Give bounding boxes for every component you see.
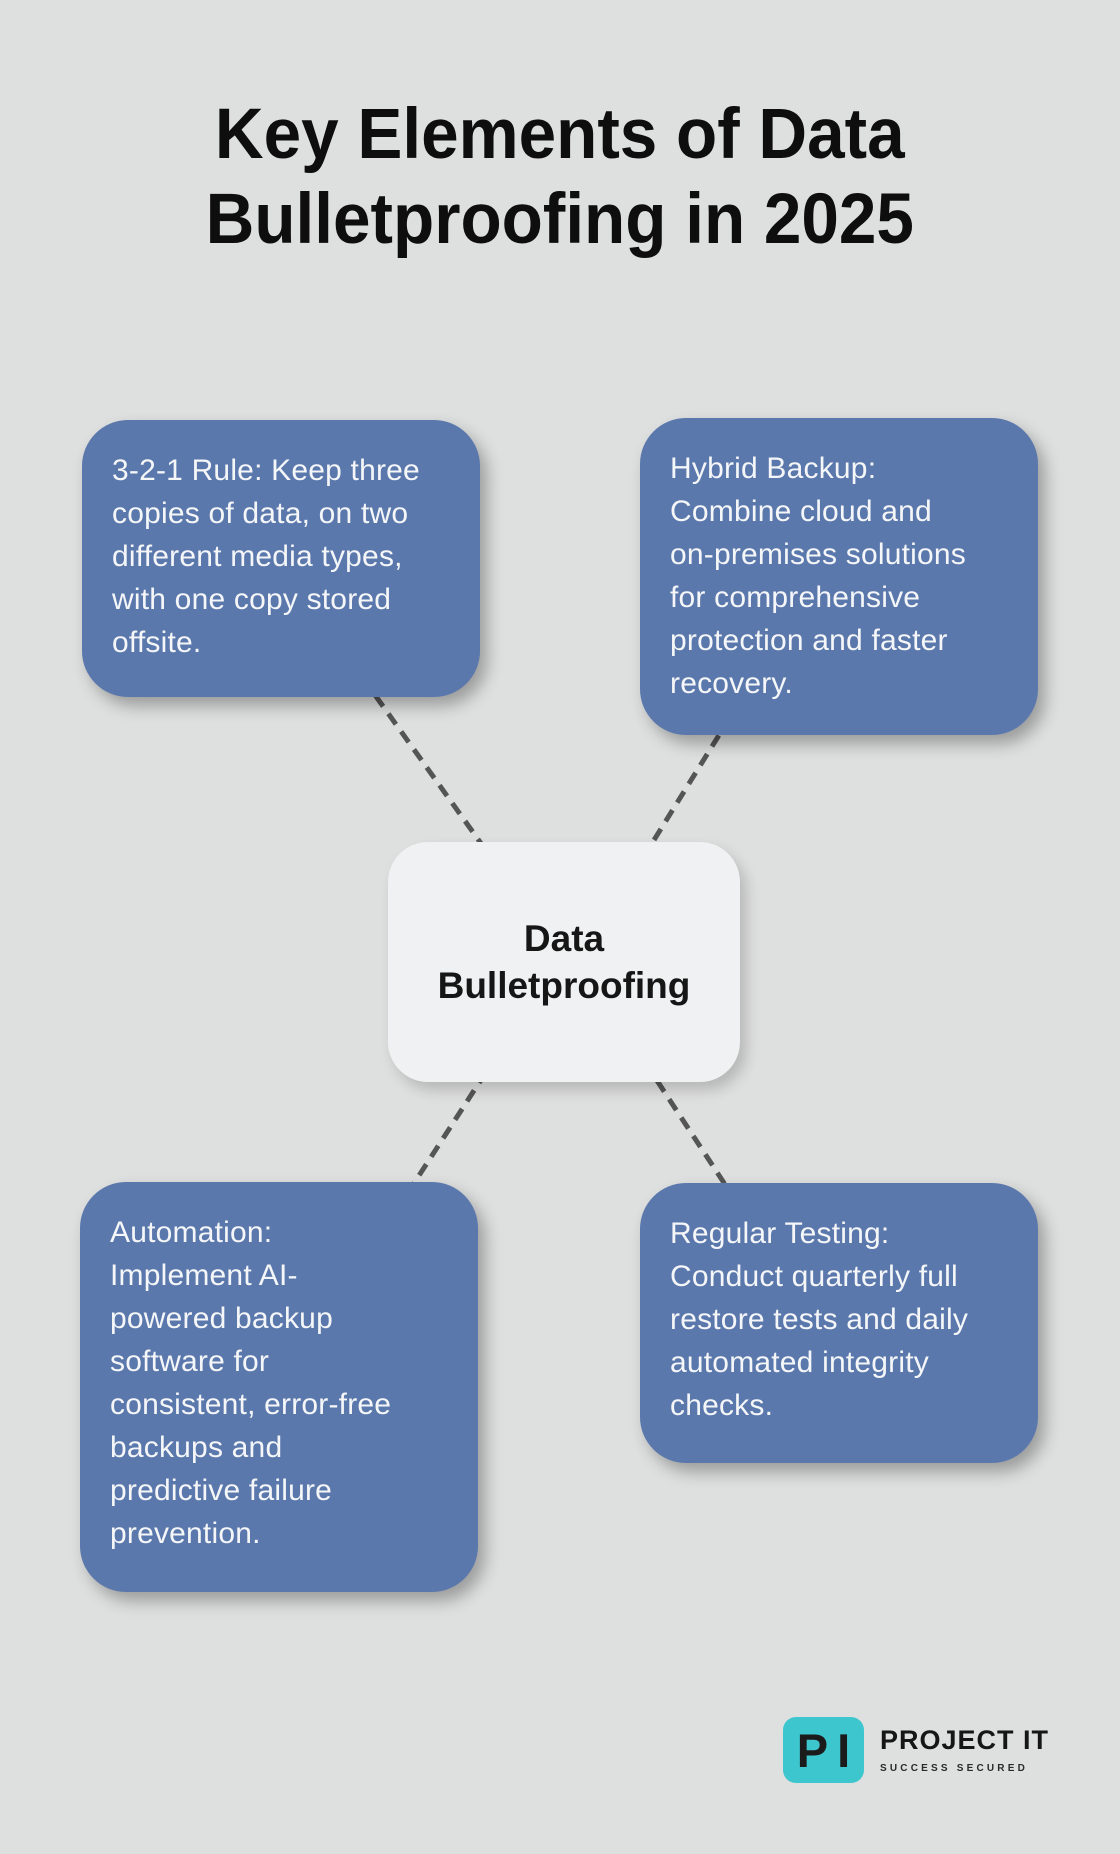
node-regular-testing-text: Regular Testing: Conduct quarterly full … — [670, 1217, 969, 1422]
center-node-label: Data Bulletproofing — [437, 918, 691, 1006]
node-hybrid-backup-text: Hybrid Backup: Combine cloud and on-prem… — [670, 452, 966, 700]
center-node: Data Bulletproofing — [388, 842, 740, 1082]
logo-tagline: SUCCESS SECURED — [880, 1763, 1029, 1775]
logo-mark-icon: PI — [783, 1717, 864, 1783]
node-automation-text: Automation: Implement AI- powered backup… — [110, 1216, 392, 1550]
node-regular-testing: Regular Testing: Conduct quarterly full … — [640, 1183, 1038, 1463]
logo-text-column: PROJECT IT SUCCESS SECURED — [880, 1724, 1050, 1775]
logo-monogram: PI — [796, 1723, 860, 1777]
node-321-rule: 3-2-1 Rule: Keep three copies of data, o… — [82, 420, 480, 697]
page-title: Key Elements of Data Bulletproofing in 2… — [0, 92, 1120, 262]
node-hybrid-backup: Hybrid Backup: Combine cloud and on-prem… — [640, 418, 1038, 735]
logo-name: PROJECT IT — [880, 1724, 1050, 1755]
page-title-text: Key Elements of Data Bulletproofing in 2… — [205, 95, 915, 259]
node-automation: Automation: Implement AI- powered backup… — [80, 1182, 478, 1592]
node-321-rule-text: 3-2-1 Rule: Keep three copies of data, o… — [112, 454, 420, 659]
logo: PI PROJECT IT SUCCESS SECURED — [783, 1717, 1049, 1783]
